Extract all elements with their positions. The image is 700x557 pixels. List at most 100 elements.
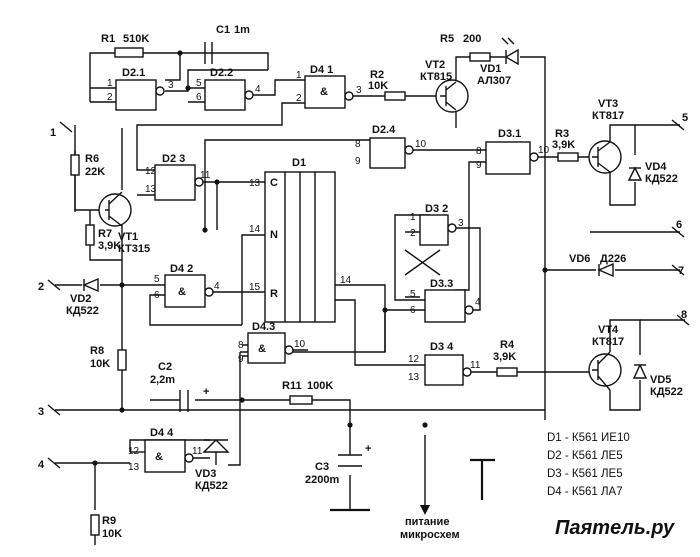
r1-value: 510K	[123, 33, 149, 45]
vt4-ref: VT4	[598, 324, 619, 336]
watermark: Паяmель.ру	[555, 517, 675, 539]
vt2-type: КТ815	[420, 71, 452, 83]
r11-ref: R11	[282, 380, 302, 392]
c1-ref: C1	[216, 24, 230, 36]
vt3-type: КТ817	[592, 110, 624, 122]
vd3-type: КД522	[195, 480, 228, 492]
diode-vd3	[202, 439, 230, 465]
svg-text:12: 12	[145, 166, 157, 177]
capacitor-c2	[179, 390, 189, 412]
counter-d1	[264, 171, 336, 323]
capacitor-c3	[338, 454, 362, 467]
r5-value: 200	[463, 33, 481, 45]
transistor-vt4	[588, 351, 622, 391]
svg-text:14: 14	[249, 224, 261, 235]
gate-d2-3-label: D2 3	[162, 153, 185, 165]
logic-gates	[115, 75, 539, 473]
r7-value: 3,9K	[98, 240, 121, 252]
vd6-ref: VD6	[569, 253, 590, 265]
r6-ref: R6	[85, 153, 99, 165]
gate-d2-2-label: D2.2	[210, 67, 233, 79]
svg-text:6: 6	[196, 92, 202, 103]
gate-d3-1-label: D3.1	[498, 128, 521, 140]
r1-ref: R1	[101, 33, 115, 45]
legend-line-d4: D4 - К561 ЛА7	[547, 486, 623, 498]
r3-value: 3,9K	[552, 139, 575, 151]
r9-value: 10K	[102, 528, 122, 540]
gate-d4-2-symbol: &	[178, 286, 186, 298]
diode-vd5	[632, 363, 648, 379]
vd5-ref: VD5	[650, 374, 671, 386]
legend-line-d3: D3 - К561 ЛЕ5	[547, 468, 623, 480]
svg-text:1: 1	[296, 70, 302, 81]
vt3-ref: VT3	[598, 98, 618, 110]
svg-text:2: 2	[107, 92, 113, 103]
gate-d4-4-symbol: &	[155, 451, 163, 463]
r5-ref: R5	[440, 33, 454, 45]
vd2-type: КД522	[66, 305, 99, 317]
gate-d4-2-label: D4 2	[170, 263, 193, 275]
vd1-type: АЛ307	[477, 75, 511, 87]
capacitor-c1	[204, 42, 213, 64]
vd4-ref: VD4	[645, 161, 667, 173]
gate-d4-4-label: D4 4	[150, 427, 174, 439]
c1-value: 1m	[234, 24, 250, 36]
terminal-1: 1	[50, 127, 56, 139]
diode-vd1	[501, 37, 519, 66]
gate-d2-1-label: D2.1	[122, 67, 145, 79]
gate-d4-3-symbol: &	[258, 343, 266, 355]
terminal-3: 3	[38, 406, 44, 418]
c2-value: 2,2m	[150, 374, 175, 386]
svg-text:12: 12	[128, 446, 140, 457]
counter-pin-r: R	[270, 288, 278, 300]
vt2-ref: VT2	[425, 59, 445, 71]
svg-text:14: 14	[340, 275, 352, 286]
power-arrow-icon	[420, 505, 430, 515]
diode-vd6	[597, 262, 614, 278]
svg-text:11: 11	[192, 446, 203, 457]
gate-d4-3-label: D4.3	[252, 321, 275, 333]
r8-value: 10K	[90, 358, 110, 370]
r2-value: 10K	[368, 80, 388, 92]
svg-text:5: 5	[410, 289, 416, 300]
svg-text:8: 8	[476, 146, 482, 157]
c2-ref: C2	[158, 361, 172, 373]
c3-value: 2200m	[305, 474, 339, 486]
junction-dots	[92, 50, 548, 466]
transistor-vt1	[98, 191, 132, 227]
transistor-vt2	[435, 79, 469, 113]
vd2-ref: VD2	[70, 293, 91, 305]
c3-polarity: +	[365, 443, 371, 455]
svg-text:1: 1	[410, 212, 416, 223]
svg-text:4: 4	[214, 281, 220, 292]
r8-ref: R8	[90, 345, 104, 357]
terminal-7: 7	[678, 265, 684, 277]
counter-pin-c: C	[270, 177, 278, 189]
c2-polarity: +	[203, 386, 209, 398]
vt4-type: КТ817	[592, 336, 624, 348]
wires	[55, 52, 685, 545]
r6-value: 22K	[85, 166, 105, 178]
gate-d4-1-label: D4 1	[310, 64, 333, 76]
r11-value: 100K	[307, 380, 333, 392]
legend-line-d2: D2 - К561 ЛЕ5	[547, 450, 623, 462]
resistor-bodies	[70, 47, 579, 536]
terminal-6: 6	[676, 219, 682, 231]
svg-text:5: 5	[196, 78, 202, 89]
svg-text:13: 13	[408, 372, 420, 383]
terminal-4: 4	[38, 459, 45, 471]
vd4-type: КД522	[645, 173, 678, 185]
r3-ref: R3	[555, 128, 569, 140]
vd3-ref: VD3	[195, 468, 216, 480]
svg-text:10: 10	[538, 145, 550, 156]
svg-text:12: 12	[408, 354, 420, 365]
r4-value: 3,9K	[493, 351, 516, 363]
svg-text:4: 4	[255, 84, 261, 95]
r4-ref: R4	[500, 339, 515, 351]
svg-text:15: 15	[249, 282, 261, 293]
terminal-labels: 1 2 3 4 5 6 7 8	[38, 112, 688, 471]
terminal-8: 8	[681, 309, 687, 321]
c3-ref: C3	[315, 461, 329, 473]
vt1-ref: VT1	[118, 231, 138, 243]
